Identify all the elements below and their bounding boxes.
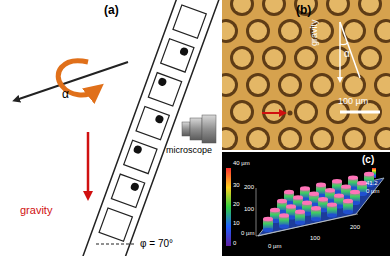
colorbar-tick: 30 [233,182,240,189]
colorbar-tick: 10 [233,220,240,227]
range-value: 41.2 [366,180,378,187]
colorbar-tick: 0 [233,240,236,247]
scale-bar-label: 100 µm [338,97,368,107]
horizontal-reference [96,243,136,244]
sample-plate [80,0,220,256]
range-value: 0 µm [366,188,379,195]
colorbar-tick: 20 [233,201,240,208]
panel-a [0,0,220,256]
axis-tick: 0 µm [268,243,281,250]
panel-letter: (c) [362,154,374,165]
gravity-arrow [87,132,90,196]
axis-tick: 100 [244,206,254,213]
axis-tick: 100 [310,235,320,242]
axis-tick: 200 [350,224,360,231]
angle-symbol: α [62,88,69,101]
panel-c [222,152,390,256]
axis-tick: 200 [244,184,254,191]
microscope-icon [182,115,216,143]
gravity-label: gravity [310,19,320,46]
axis-tick: 0 µm [241,230,254,237]
colorbar-tick: 40 µm [233,160,250,167]
gravity-label: gravity [20,204,52,216]
panel-letter: (a) [104,4,119,17]
angle-symbol: α [344,48,350,59]
panel-b [222,0,390,150]
instrument-label: microscope [166,146,212,156]
panel-letter: (b) [296,4,311,17]
angle-label: φ = 70° [140,238,173,249]
